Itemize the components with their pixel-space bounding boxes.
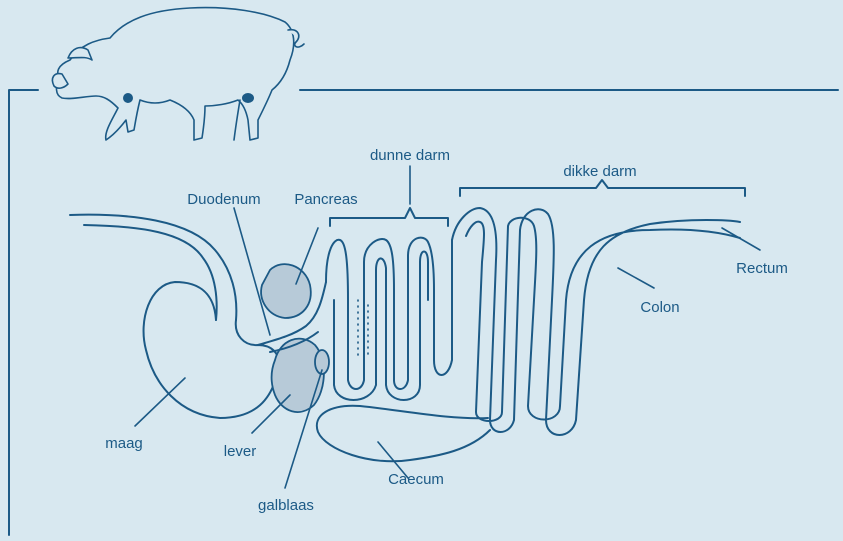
label-colon: Colon <box>640 299 679 316</box>
label-dikke-darm: dikke darm <box>563 163 636 180</box>
lever-leader <box>252 395 290 433</box>
dikke-darm-bracket <box>460 180 745 196</box>
duodenum-leader <box>234 208 270 335</box>
small-intestine-loops <box>326 238 452 400</box>
pig-back-leg <box>234 100 240 140</box>
pig-ear <box>68 48 92 60</box>
label-rectum: Rectum <box>736 260 788 277</box>
label-caecum: Caecum <box>388 471 444 488</box>
large-intestine <box>452 208 740 435</box>
caecum <box>317 406 490 462</box>
pig-back-hoof-mark <box>242 93 254 103</box>
label-lever: lever <box>224 443 257 460</box>
label-galblaas: galblaas <box>258 497 314 514</box>
colon-leader <box>618 268 654 288</box>
frame-left-line <box>9 90 38 535</box>
pig-body <box>56 8 293 140</box>
pig-front-hoof-mark <box>123 93 133 103</box>
label-maag: maag <box>105 435 143 452</box>
rectum-leader <box>722 228 760 250</box>
label-pancreas: Pancreas <box>294 191 357 208</box>
label-duodenum: Duodenum <box>187 191 260 208</box>
esophagus <box>70 215 236 320</box>
dunne-darm-bracket <box>330 208 448 226</box>
pancreas-shape <box>261 264 311 318</box>
label-dunne-darm: dunne darm <box>370 147 450 164</box>
pig-illustration <box>52 8 304 140</box>
